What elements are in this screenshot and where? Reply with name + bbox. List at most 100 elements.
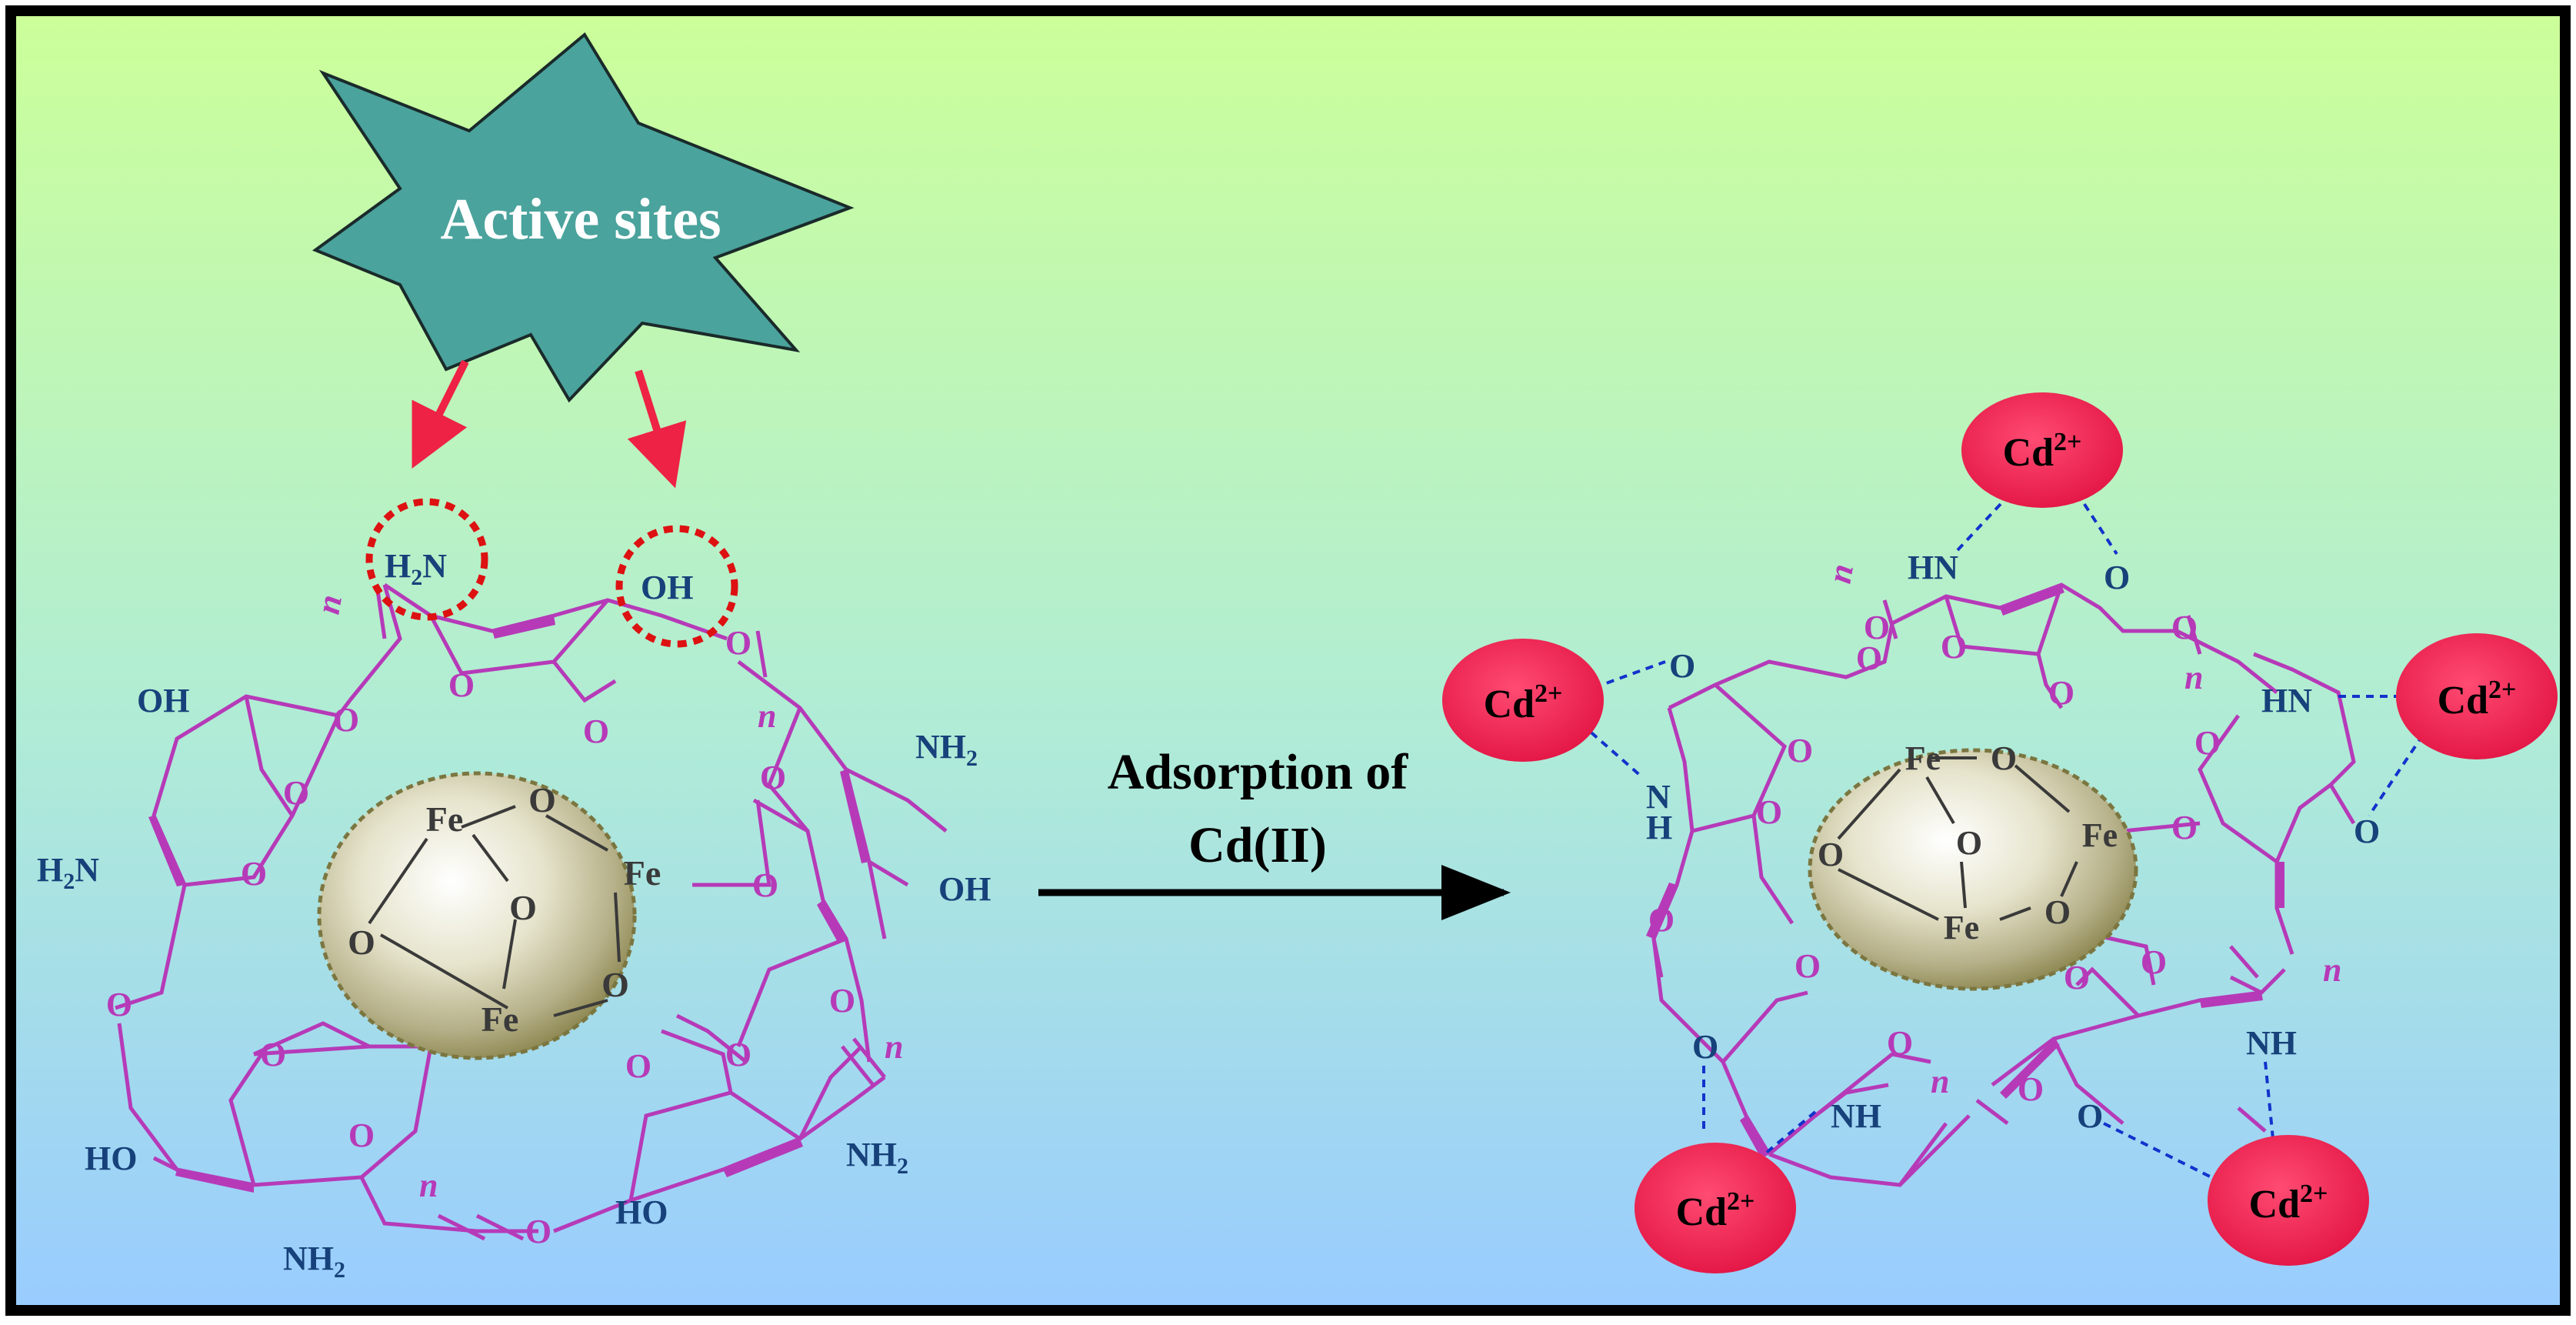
repeat-n: n: [758, 697, 776, 735]
o-bottom-left-label: O: [1692, 1028, 1718, 1066]
left-wedge-bonds: [148, 616, 869, 1193]
ring-o: O: [1756, 793, 1782, 831]
fe-label: Fe: [482, 1000, 519, 1039]
o-label: O: [509, 888, 537, 927]
cd-ions: Cd2+ Cd2+ Cd2+ Cd2+ Cd2+: [1442, 392, 2558, 1273]
svg-text:Cd2+: Cd2+: [1484, 679, 1563, 726]
left-chitosan-structure: Fe O Fe O O O Fe O O O O O O O O O O O O…: [37, 498, 991, 1283]
ring-o: O: [760, 759, 786, 796]
svg-text:Cd2+: Cd2+: [2249, 1180, 2328, 1227]
cd-ion-left: Cd2+: [1442, 639, 1604, 762]
fe-label: Fe: [2082, 816, 2118, 854]
ring-o: O: [448, 666, 475, 704]
fe-label: Fe: [624, 853, 661, 893]
ho-bottom-left-label: HO: [85, 1140, 137, 1177]
ring-o: O: [1864, 609, 1890, 646]
cd-ion-right: Cd2+: [2396, 633, 2558, 759]
right-fe3o4-nanoparticle: [1808, 748, 2138, 991]
right-wedge-bonds: [1646, 585, 2284, 1159]
adsorption-arrow: Adsorption of Cd(II): [1038, 744, 1511, 920]
o-label: O: [1818, 836, 1844, 873]
left-core-bonds: [368, 805, 621, 1017]
ring-o: O: [752, 866, 778, 904]
nh-bottom-label: NH: [1831, 1097, 1881, 1135]
ring-o: O: [2064, 959, 2090, 996]
ring-o: O: [348, 1116, 375, 1154]
oh-right-label: OH: [938, 870, 991, 908]
right-chitosan-cd-complex: Fe O Fe O O O Fe O O O O O O O O O O O O…: [1442, 392, 2558, 1273]
repeat-n: n: [1931, 1063, 1949, 1100]
svg-text:Cd2+: Cd2+: [2003, 428, 2082, 475]
ring-o: O: [106, 986, 132, 1023]
fe-label: Fe: [1905, 739, 1941, 777]
repeat-n: n: [2323, 951, 2341, 989]
ring-o: O: [2018, 1070, 2044, 1108]
left-ring-bonds: [115, 582, 948, 1241]
pointer-arrow-right: [627, 369, 687, 489]
ring-o: O: [2171, 609, 2198, 646]
ring-o: O: [241, 855, 267, 893]
pointer-arrow-left: [412, 359, 469, 469]
ring-o: O: [1941, 628, 1967, 666]
svg-text:Cd2+: Cd2+: [2438, 676, 2517, 723]
nh-left-h-label: H: [1646, 809, 1672, 846]
right-coordinating-groups: HN O O N H HN O O NH NH O: [1646, 549, 2380, 1135]
h2n-top-label: H2N: [385, 547, 447, 590]
right-ring-oxygens: O O O O O O O O O O O O O O O: [1648, 609, 2221, 1108]
fe-label: Fe: [426, 799, 464, 839]
fe-label: Fe: [1944, 909, 1979, 946]
ring-o: O: [260, 1036, 286, 1073]
right-core-labels: Fe O Fe O O O Fe: [1818, 739, 2118, 946]
nh2-bottom-label: NH2: [283, 1240, 345, 1283]
ring-o: O: [1648, 901, 1675, 939]
nh-bottom-right-label: NH: [2246, 1024, 2297, 1062]
left-ring-oxygens: O O O O O O O O O O O O O O O: [106, 624, 855, 1250]
repeat-n: n: [419, 1166, 438, 1204]
arrow-label-line1: Adsorption of: [1108, 744, 1409, 800]
hn-right-label: HN: [2261, 682, 2312, 719]
svg-text:Cd2+: Cd2+: [1676, 1187, 1755, 1234]
nh2-right-label: NH2: [915, 728, 978, 771]
ring-o: O: [725, 1036, 751, 1073]
repeat-n: n: [2184, 659, 2203, 696]
o-right-label: O: [2354, 813, 2380, 850]
ring-o: O: [583, 713, 609, 750]
right-core-bonds: [1837, 756, 2078, 921]
ring-o: O: [725, 624, 751, 662]
cd-ion-bottom-left: Cd2+: [1635, 1143, 1796, 1273]
oh-left-label: OH: [137, 682, 189, 719]
o-label: O: [602, 965, 629, 1004]
nh-left-n-label: N: [1646, 778, 1671, 816]
o-bottom-right-label: O: [2077, 1097, 2103, 1135]
ring-o: O: [625, 1047, 651, 1085]
ring-o: O: [1887, 1024, 1913, 1062]
o-top-label: O: [2104, 559, 2130, 596]
o-label: O: [1991, 739, 2017, 777]
ring-o: O: [333, 701, 359, 739]
active-site-circle-oh: [615, 525, 738, 648]
nh2-bottom-right-label: NH2: [846, 1136, 908, 1179]
oh-top-label: OH: [641, 569, 693, 606]
arrow-label-line2: Cd(II): [1188, 817, 1327, 873]
ring-o: O: [1795, 947, 1821, 985]
o-label: O: [348, 923, 375, 962]
left-fe3o4-nanoparticle: [317, 771, 637, 1060]
ring-o: O: [2048, 674, 2074, 712]
ring-o: O: [283, 774, 309, 812]
ring-o: O: [525, 1213, 552, 1250]
o-left-label: O: [1669, 647, 1695, 685]
active-sites-label: Active sites: [440, 187, 721, 252]
active-site-circle-nh2: [365, 498, 488, 621]
left-repeat-n: n n n n: [309, 592, 904, 1204]
active-sites-star: Active sites: [312, 32, 855, 403]
right-ring-bonds: [1651, 582, 2356, 1187]
ring-o: O: [2141, 943, 2167, 981]
repeat-n: n: [885, 1028, 903, 1066]
o-label: O: [2044, 893, 2071, 931]
o-label: O: [1956, 824, 1982, 862]
hn-top-label: HN: [1908, 549, 1958, 586]
ring-o: O: [1856, 639, 1882, 677]
ho-bottom-right-label: HO: [615, 1193, 668, 1231]
